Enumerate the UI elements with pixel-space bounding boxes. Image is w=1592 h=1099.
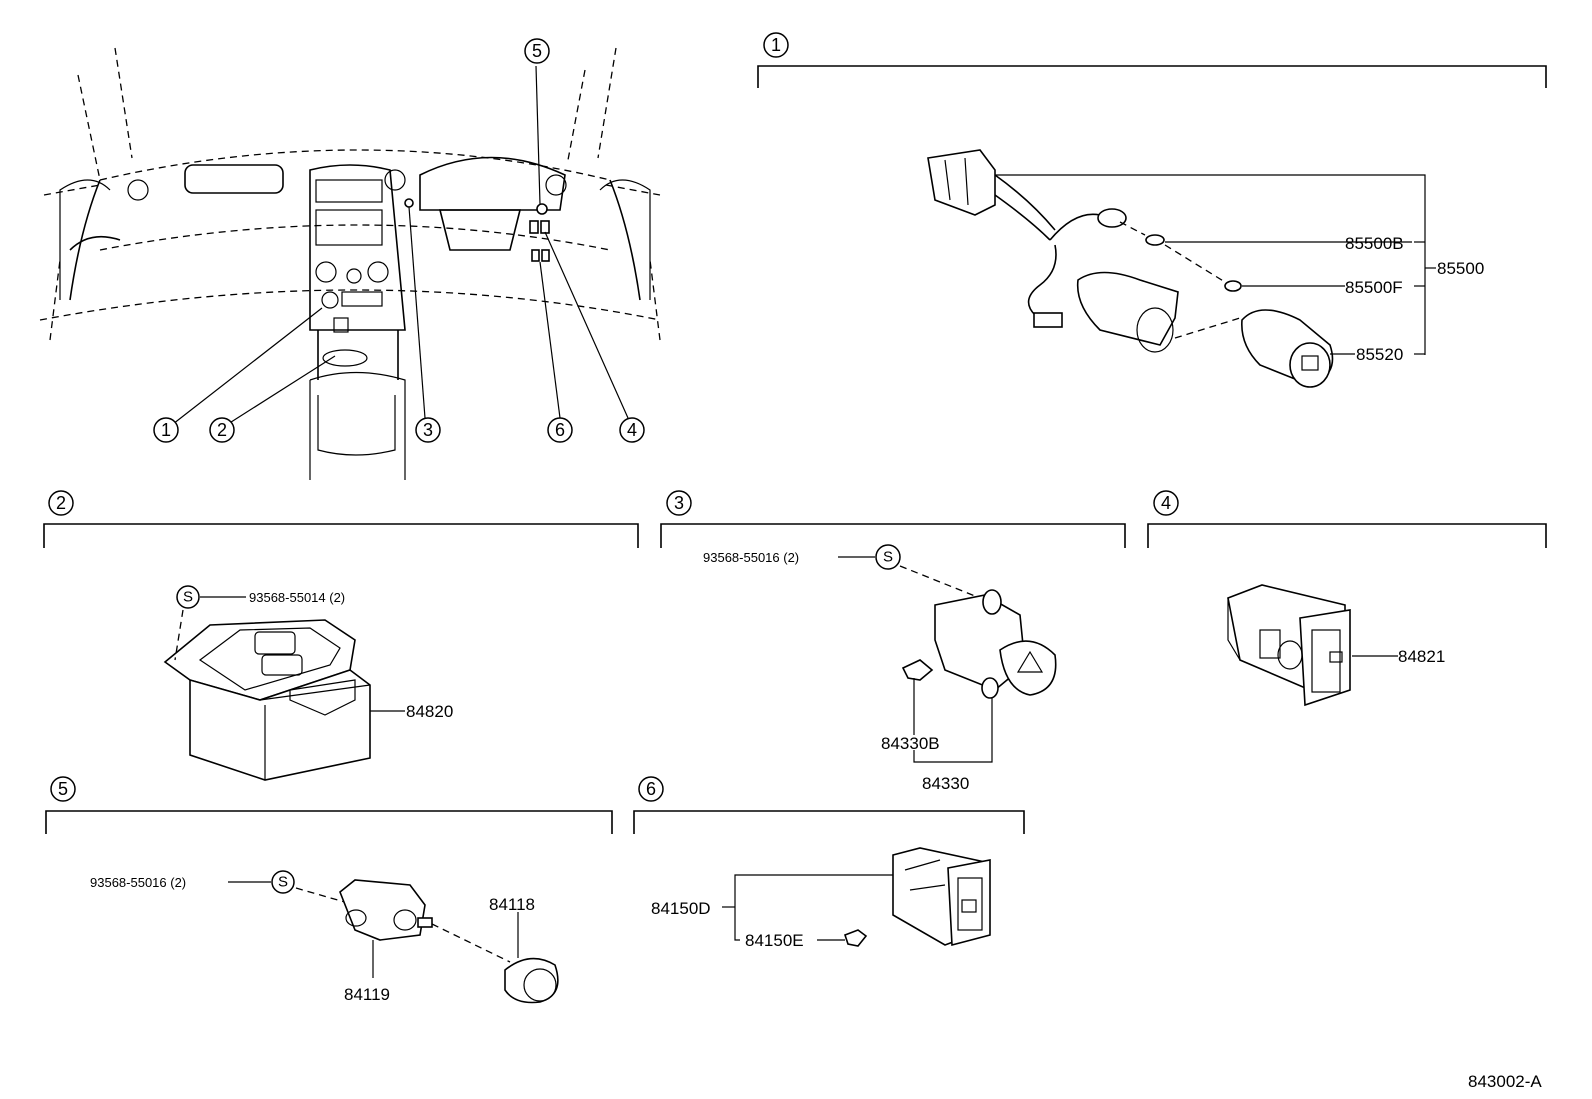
label-85500: 85500 xyxy=(1437,259,1484,278)
screw-mark-s2: S xyxy=(176,585,200,609)
dimmer-knob xyxy=(504,957,559,1004)
screw-mark-s3: S xyxy=(875,544,901,570)
figure-id: 843002-A xyxy=(1468,1072,1542,1091)
section-1: 1 xyxy=(757,32,1547,388)
bulb-b xyxy=(1145,234,1165,246)
svg-text:4: 4 xyxy=(627,420,637,440)
section-1-bracket xyxy=(757,65,1547,88)
section-5-marker: 5 xyxy=(50,776,76,802)
callout-3[interactable]: 3 xyxy=(415,417,441,443)
section-2-marker: 2 xyxy=(48,490,74,516)
label-84150D: 84150D xyxy=(651,899,711,918)
svg-text:S: S xyxy=(883,549,893,566)
svg-text:S: S xyxy=(183,589,193,606)
svg-text:1: 1 xyxy=(161,420,171,440)
section-3-bracket xyxy=(660,523,1126,548)
svg-text:5: 5 xyxy=(58,779,68,799)
label-84820: 84820 xyxy=(406,702,453,721)
callout-4[interactable]: 4 xyxy=(619,417,645,443)
section-6-bracket xyxy=(633,810,1025,834)
clip-84330B xyxy=(901,659,934,681)
section-2-bracket xyxy=(43,523,639,548)
dashboard-overview xyxy=(39,47,661,480)
svg-text:S: S xyxy=(278,874,288,891)
svg-text:4: 4 xyxy=(1161,493,1171,513)
label-85520: 85520 xyxy=(1356,345,1403,364)
label-84330: 84330 xyxy=(922,774,969,793)
callout-2[interactable]: 2 xyxy=(209,417,235,443)
svg-text:6: 6 xyxy=(555,420,565,440)
callout-6[interactable]: 6 xyxy=(547,417,573,443)
connector-plug xyxy=(927,149,996,216)
section-2: 2 S xyxy=(43,490,639,781)
section-5: 5 S xyxy=(45,776,613,1004)
bulb-f xyxy=(1224,280,1242,292)
callout-5[interactable]: 5 xyxy=(524,38,550,64)
section-6-marker: 6 xyxy=(638,776,664,802)
label-84118: 84118 xyxy=(489,895,535,914)
label-93568-55016-s3: 93568-55016 (2) xyxy=(703,550,799,565)
label-84119: 84119 xyxy=(344,985,390,1004)
section-3-marker: 3 xyxy=(666,490,692,516)
section-5-bracket xyxy=(45,810,613,834)
section-1-marker: 1 xyxy=(763,32,789,58)
svg-text:1: 1 xyxy=(771,35,781,55)
label-84821: 84821 xyxy=(1398,647,1445,666)
section-4-bracket xyxy=(1147,523,1547,548)
svg-text:6: 6 xyxy=(646,779,656,799)
callout-1[interactable]: 1 xyxy=(153,417,179,443)
label-84150E: 84150E xyxy=(745,931,804,950)
label-93568-55016-s5: 93568-55016 (2) xyxy=(90,875,186,890)
svg-text:3: 3 xyxy=(674,493,684,513)
svg-text:2: 2 xyxy=(217,420,227,440)
label-85500F: 85500F xyxy=(1345,278,1403,297)
screw-mark-s5: S xyxy=(271,870,295,894)
lighter-socket xyxy=(1076,271,1179,346)
clip-84150E xyxy=(843,929,868,947)
section-3: 3 S xyxy=(660,490,1126,763)
fog-switch-face xyxy=(947,859,991,947)
section-4-marker: 4 xyxy=(1153,490,1179,516)
hazard-button xyxy=(999,640,1057,696)
label-93568-55014: 93568-55014 (2) xyxy=(249,590,345,605)
svg-text:2: 2 xyxy=(56,493,66,513)
section-6: 6 xyxy=(633,776,1025,947)
window-switch-body xyxy=(189,669,371,781)
label-84330B: 84330B xyxy=(881,734,940,753)
svg-text:3: 3 xyxy=(423,420,433,440)
label-85500B: 85500B xyxy=(1345,234,1404,253)
svg-text:5: 5 xyxy=(532,41,542,61)
section-4: 4 xyxy=(1147,490,1547,707)
